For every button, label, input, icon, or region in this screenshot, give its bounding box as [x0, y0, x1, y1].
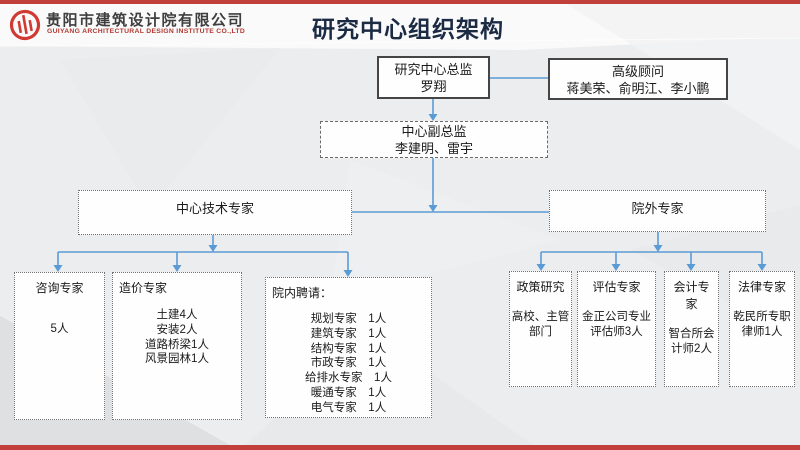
child-body: 智合所会计师2人	[668, 328, 715, 355]
org-box-cost-experts: 造价专家 土建4人 安装2人 道路桥梁1人 风景园林1人	[112, 272, 242, 420]
org-box-deputy: 中心副总监 李建明、雷宇	[320, 121, 548, 158]
branch-left-title: 中心技术专家	[175, 201, 254, 216]
org-box-advisor: 高级顾问 蒋美荣、俞明江、李小鹏	[548, 58, 728, 100]
company-name-cn: 贵阳市建筑设计院有限公司	[46, 12, 245, 29]
page-title: 研究中心组织架构	[312, 16, 504, 42]
org-box-consulting-experts: 咨询专家 5人	[14, 272, 105, 420]
director-names: 罗翔	[420, 79, 447, 94]
top-accent-bar	[0, 0, 800, 4]
child-body: 高校、主管部门	[511, 311, 570, 338]
child-title: 法律专家	[737, 280, 786, 294]
child-title: 评估专家	[592, 280, 641, 294]
deputy-names: 李建明、雷宇	[394, 141, 473, 156]
org-box-legal-experts: 法律专家 乾民所专职律师1人	[729, 271, 795, 387]
org-box-accounting-experts: 会计专家 智合所会计师2人	[664, 271, 719, 387]
org-box-director: 研究中心总监 罗翔	[377, 56, 490, 99]
child-title: 造价专家	[119, 281, 168, 295]
org-box-evaluation-experts: 评估专家 金正公司专业评估师3人	[577, 271, 656, 387]
org-box-branch-tech-experts: 中心技术专家	[78, 190, 352, 235]
child-title: 院内聘请：	[272, 286, 333, 300]
bottom-accent-bar	[0, 445, 800, 450]
org-box-internal-hire: 院内聘请： 规划专家 1人 建筑专家 1人 结构专家 1人 市政专家 1人 给排…	[265, 277, 432, 418]
branch-right-title: 院外专家	[631, 201, 684, 216]
child-body: 乾民所专职律师1人	[733, 311, 791, 338]
advisor-names: 蒋美荣、俞明江、李小鹏	[566, 81, 710, 96]
org-box-branch-external-experts: 院外专家	[549, 190, 766, 232]
child-title: 咨询专家	[35, 281, 84, 295]
child-title: 会计专家	[673, 280, 710, 311]
company-name-en: GUIYANG ARCHITECTURAL DESIGN INSTITUTE C…	[47, 28, 246, 35]
deputy-title: 中心副总监	[401, 124, 467, 139]
director-title: 研究中心总监	[394, 62, 473, 77]
child-body: 土建4人 安装2人 道路桥梁1人 风景园林1人	[145, 309, 209, 366]
child-title: 政策研究	[516, 280, 565, 294]
child-body: 规划专家 1人 建筑专家 1人 结构专家 1人 市政专家 1人 给排水专家 1人…	[305, 313, 392, 414]
child-body: 5人	[50, 323, 69, 335]
advisor-title: 高级顾问	[611, 64, 664, 79]
company-logo-icon	[8, 6, 42, 42]
child-body: 金正公司专业评估师3人	[582, 311, 651, 338]
org-box-policy-research: 政策研究 高校、主管部门	[509, 271, 572, 387]
